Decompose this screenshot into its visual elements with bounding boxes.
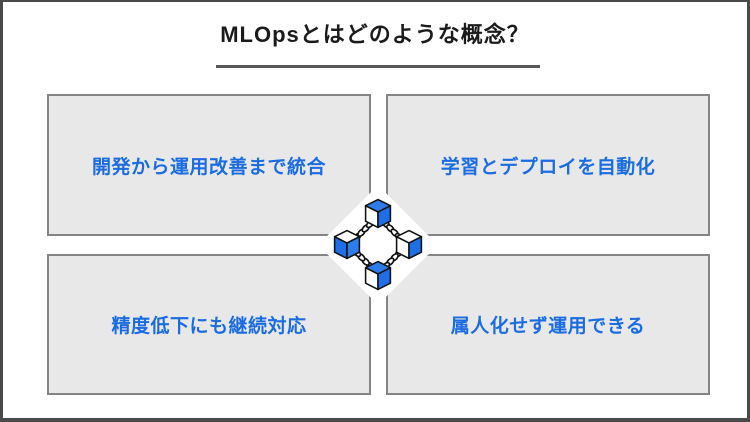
- card-continuous-response: 精度低下にも継続対応: [47, 254, 371, 395]
- card-label: 学習とデプロイを自動化: [440, 156, 656, 178]
- card-automation: 学習とデプロイを自動化: [386, 94, 710, 236]
- card-label: 属人化せず運用できる: [450, 316, 646, 337]
- title-underline: [216, 65, 540, 68]
- card-operations: 属人化せず運用できる: [386, 254, 710, 395]
- blockchain-icon: [318, 185, 438, 305]
- card-integration: 開発から運用改善まで統合: [47, 94, 371, 236]
- card-label: 開発から運用改善まで統合: [91, 156, 326, 178]
- card-label: 精度低下にも継続対応: [111, 316, 307, 337]
- page-title: MLOpsとはどのような概念？: [220, 22, 530, 47]
